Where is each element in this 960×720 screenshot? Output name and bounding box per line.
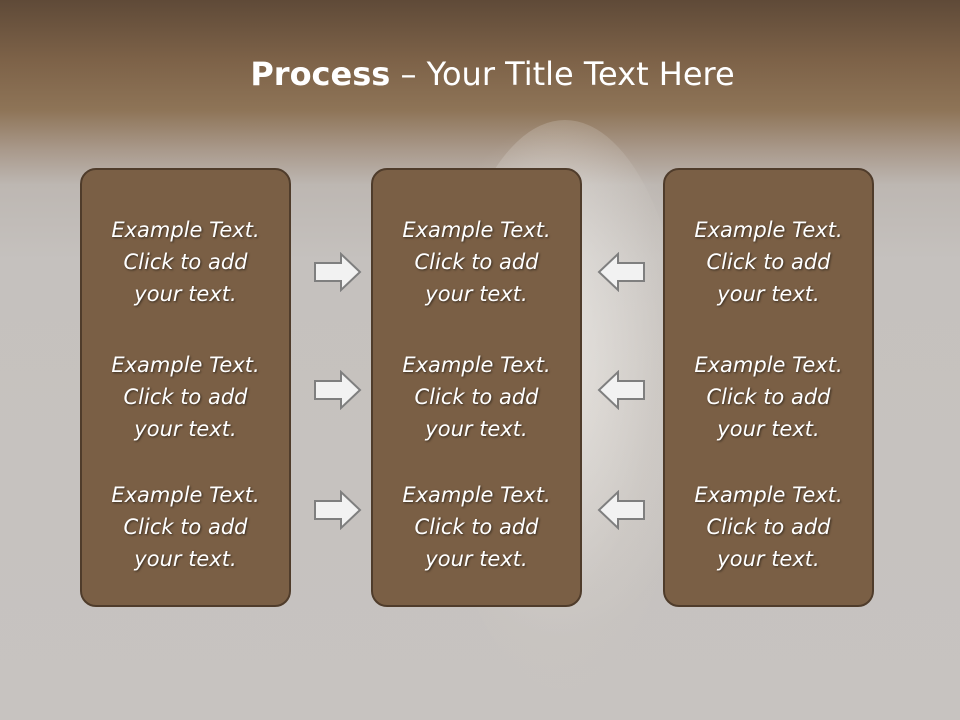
text-line: Example Text.: [111, 353, 260, 377]
text-line: Click to add: [123, 385, 248, 409]
text-placeholder[interactable]: Example Text. Click to add your text.: [82, 479, 289, 575]
text-line: Click to add: [414, 250, 539, 274]
text-line: Example Text.: [111, 483, 260, 507]
title-bold-part: Process: [250, 55, 391, 93]
text-line: Example Text.: [402, 353, 551, 377]
arrow-right-icon: [314, 490, 362, 530]
process-panel-left[interactable]: Example Text. Click to add your text. Ex…: [80, 168, 291, 607]
text-line: your text.: [425, 282, 528, 306]
arrow-right-icon: [314, 370, 362, 410]
text-placeholder[interactable]: Example Text. Click to add your text.: [82, 214, 289, 310]
text-line: Example Text.: [402, 218, 551, 242]
slide-title[interactable]: Process – Your Title Text Here: [0, 52, 960, 96]
text-line: Click to add: [706, 385, 831, 409]
text-line: Click to add: [706, 250, 831, 274]
text-line: Example Text.: [111, 218, 260, 242]
text-line: Example Text.: [694, 483, 843, 507]
text-line: Example Text.: [402, 483, 551, 507]
text-line: Click to add: [123, 515, 248, 539]
text-line: Click to add: [414, 385, 539, 409]
text-placeholder[interactable]: Example Text. Click to add your text.: [665, 479, 872, 575]
text-line: Click to add: [706, 515, 831, 539]
arrow-left-icon: [597, 252, 645, 292]
text-line: your text.: [134, 547, 237, 571]
text-line: Example Text.: [694, 218, 843, 242]
text-placeholder[interactable]: Example Text. Click to add your text.: [665, 349, 872, 445]
text-placeholder[interactable]: Example Text. Click to add your text.: [82, 349, 289, 445]
text-line: your text.: [134, 282, 237, 306]
text-line: your text.: [425, 417, 528, 441]
process-panel-right[interactable]: Example Text. Click to add your text. Ex…: [663, 168, 874, 607]
text-placeholder[interactable]: Example Text. Click to add your text.: [373, 349, 580, 445]
text-line: your text.: [425, 547, 528, 571]
text-line: your text.: [717, 547, 820, 571]
text-line: Click to add: [123, 250, 248, 274]
text-line: Example Text.: [694, 353, 843, 377]
arrow-left-icon: [597, 490, 645, 530]
text-placeholder[interactable]: Example Text. Click to add your text.: [373, 479, 580, 575]
arrow-left-icon: [597, 370, 645, 410]
text-placeholder[interactable]: Example Text. Click to add your text.: [373, 214, 580, 310]
text-placeholder[interactable]: Example Text. Click to add your text.: [665, 214, 872, 310]
arrow-right-icon: [314, 252, 362, 292]
text-line: your text.: [717, 282, 820, 306]
text-line: your text.: [134, 417, 237, 441]
title-rest-part: – Your Title Text Here: [390, 55, 735, 93]
text-line: your text.: [717, 417, 820, 441]
process-panel-center[interactable]: Example Text. Click to add your text. Ex…: [371, 168, 582, 607]
text-line: Click to add: [414, 515, 539, 539]
